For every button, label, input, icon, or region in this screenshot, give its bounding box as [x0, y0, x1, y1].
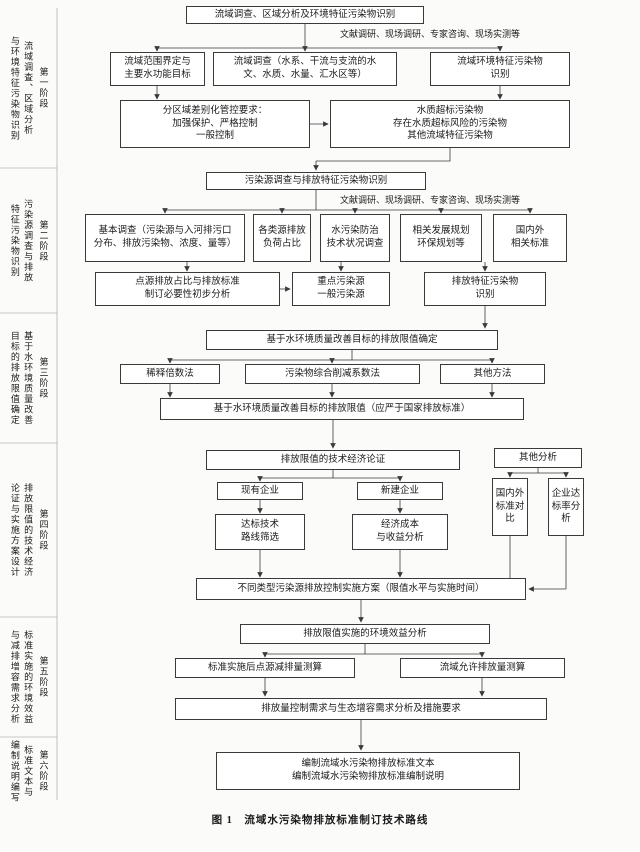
s2-methods-note: 文献调研、现场调研、专家咨询、现场实测等: [340, 195, 521, 205]
box-reduction-coefficient-method: 污染物综合削减系数法: [245, 364, 420, 384]
box-related-plans: 相关发展规划 环保规划等: [400, 214, 482, 262]
box-techno-economic-header: 排放限值的技术经济论证: [206, 450, 460, 470]
box-source-survey-header: 污染源调查与排放特征污染物识别: [206, 172, 426, 190]
box-point-source-analysis: 点源排放占比与排放标准 制订必要性初步分析: [95, 272, 280, 306]
stage-3-title-col1: 基于水环境质量改善: [23, 330, 34, 426]
box-control-demand: 排放量控制需求与生态增容需求分析及措施要求: [175, 698, 547, 720]
stage-1-title-col2: 与环境特征污染物识别: [9, 35, 20, 141]
box-compliance-rate: 企业达标率分析: [548, 478, 584, 536]
box-other-analysis: 其他分析: [494, 448, 582, 468]
stage-6-title-col1: 标准文本与: [23, 744, 34, 798]
stage-label-4: 论证与实施方案设计 排放限值的技术经济 第四阶段: [2, 443, 56, 617]
box-basic-survey: 基本调查（污染源与入河排污口 分布、排放污染物、浓度、量等）: [85, 214, 245, 262]
stage-2-title-col1: 污染源调查与排放: [23, 198, 34, 283]
box-existing-enterprise: 现有企业: [217, 482, 303, 500]
stage-3-number: 第三阶段: [38, 357, 49, 399]
box-feature-pollutant-id: 流域环境特征污染物 识别: [430, 52, 570, 86]
box-point-reduction-calc: 标准实施后点源减排量测算: [175, 658, 355, 678]
stage-2-title-col2: 特征污染物识别: [9, 203, 20, 278]
stage-5-title-col1: 标准实施的环境效益: [23, 629, 34, 725]
box-intl-standard-compare: 国内外标准对比: [492, 478, 528, 536]
box-dilution-method: 稀释倍数法: [120, 364, 220, 384]
stage-label-6: 编制说明编写 标准文本与 第六阶段: [2, 737, 56, 805]
stage-5-title-col2: 与减排增容需求分析: [9, 629, 20, 725]
box-cost-benefit: 经济成本 与收益分析: [352, 514, 448, 550]
box-env-benefit-header: 排放限值实施的环境效益分析: [240, 624, 490, 644]
box-standard-text-compilation: 编制流域水污染物排放标准文本 编制流域水污染物排放标准编制说明: [216, 752, 520, 790]
stage-1-title-col1: 流域调查、区域分析: [23, 40, 34, 136]
box-basin-survey-detail: 流域调查（水系、干流与支流的水 文、水质、水量、汇水区等）: [213, 52, 397, 86]
box-load-share: 各类源排放 负荷占比: [253, 214, 311, 262]
box-domestic-foreign-standards: 国内外 相关标准: [493, 214, 567, 262]
stage-6-title-col2: 编制说明编写: [9, 739, 20, 803]
box-compliance-tech-route: 达标技术 路线筛选: [215, 514, 305, 550]
box-treatment-tech-status: 水污染防治 技术状况调查: [320, 214, 390, 262]
box-key-sources: 重点污染源 一般污染源: [292, 272, 390, 306]
stage-1-number: 第一阶段: [38, 67, 49, 109]
stage-4-title-col1: 排放限值的技术经济: [23, 482, 34, 578]
s1-methods-note: 文献调研、现场调研、专家咨询、现场实测等: [340, 29, 521, 39]
box-quality-based-limit: 基于水环境质量改善目标的排放限值（应严于国家排放标准）: [160, 398, 524, 420]
stage-3-title-col2: 目标的排放限值确定: [9, 330, 20, 426]
stage-2-number: 第二阶段: [38, 219, 49, 262]
stage-label-2: 特征污染物识别 污染源调查与排放 第二阶段: [2, 168, 56, 313]
box-new-enterprise: 新建企业: [357, 482, 443, 500]
stage-label-5: 与减排增容需求分析 标准实施的环境效益 第五阶段: [2, 617, 56, 737]
box-implementation-plan: 不同类型污染源排放控制实施方案（限值水平与实施时间）: [196, 578, 526, 600]
figure-caption: 图 1 流域水污染物排放标准制订技术路线: [211, 815, 429, 826]
box-allowable-discharge-calc: 流域允许排放量测算: [400, 658, 565, 678]
stage-4-number: 第四阶段: [38, 509, 49, 551]
stage-5-number: 第五阶段: [38, 656, 49, 698]
box-zoning-control: 分区域差别化管控要求： 加强保护、严格控制 一般控制: [120, 100, 310, 148]
box-exceed-pollutants: 水质超标污染物 存在水质超标风险的污染物 其他流域特征污染物: [330, 100, 570, 148]
box-other-methods: 其他方法: [440, 364, 545, 384]
box-basin-survey-header: 流域调查、区域分析及环境特征污染物识别: [186, 6, 424, 24]
stage-4-title-col2: 论证与实施方案设计: [9, 482, 20, 578]
box-limit-determination-header: 基于水环境质量改善目标的排放限值确定: [206, 330, 498, 350]
box-basin-scope: 流域范围界定与 主要水功能目标: [110, 52, 205, 86]
stage-label-1: 与环境特征污染物识别 流域调查、区域分析 第一阶段: [2, 8, 56, 168]
box-discharge-feature-id: 排放特征污染物 识别: [424, 272, 546, 306]
stage-6-number: 第六阶段: [38, 750, 49, 792]
stage-label-3: 目标的排放限值确定 基于水环境质量改善 第三阶段: [2, 313, 56, 443]
